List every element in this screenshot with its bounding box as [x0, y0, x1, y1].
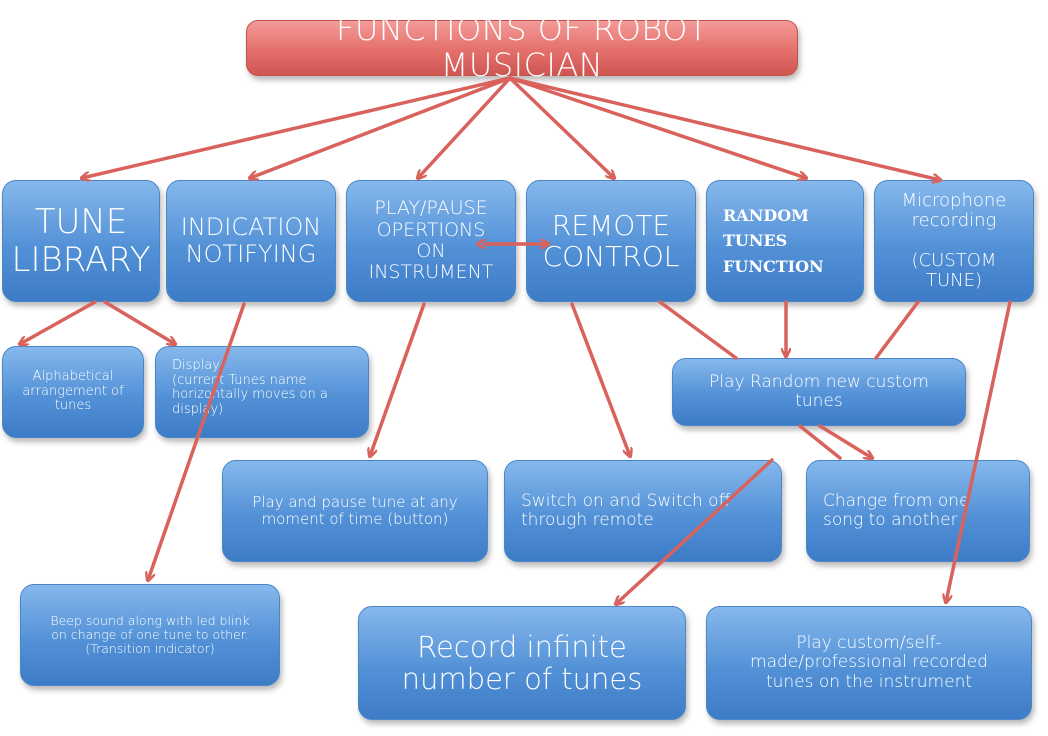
play-custom-recorded-box: Play custom/self- made/professional reco… [706, 606, 1032, 720]
change-song-box: Change from one song to another [806, 460, 1030, 562]
arrow-title-to-random [508, 76, 806, 178]
random-tunes-function-box: RANDOM TUNES FUNCTION [706, 180, 864, 302]
arrow-remote-to-switch [570, 302, 630, 456]
diagram-title: FUNCTIONS OF ROBOT MUSICIAN [246, 11, 798, 83]
display-box: Display (current Tunes name horizontally… [155, 346, 369, 438]
arrow-title-to-indication [250, 76, 512, 178]
arrow-play-random-to-change-song [818, 424, 872, 458]
tune-library-box: TUNE LIBRARY [2, 180, 160, 302]
remote-control-box: REMOTE CONTROL [526, 180, 696, 302]
line-remote-to-play-random [658, 300, 738, 360]
line-microphone-to-play-random [874, 300, 920, 360]
arrow-title-to-tune-library [82, 76, 512, 178]
play-pause-operations-box: PLAY/PAUSE OPERTIONS ON INSTRUMENT [346, 180, 516, 302]
microphone-recording-box: Microphone recording (CUSTOM TUNE) [874, 180, 1034, 302]
arrow-title-to-remote [508, 76, 614, 178]
arrow-play-pause-to-tune [370, 302, 426, 456]
beep-sound-indicator-box: Beep sound along with led blink on chang… [20, 584, 280, 686]
play-random-custom-tunes-box: Play Random new custom tunes [672, 358, 966, 426]
arrow-title-to-play-pause [418, 76, 512, 178]
alphabetical-arrangement-box: Alphabetical arrangement of tunes [2, 346, 144, 438]
play-pause-tune-box: Play and pause tune at any moment of tim… [222, 460, 488, 562]
arrow-library-to-display [103, 300, 175, 344]
indication-notifying-box: INDICATION NOTIFYING [166, 180, 336, 302]
line-play-random-to-change-song [798, 424, 842, 460]
arrow-library-to-alphabetical [20, 300, 97, 344]
record-infinite-tunes-box: Record infinite number of tunes [358, 606, 686, 720]
switch-on-off-box: Switch on and Switch off through remote [504, 460, 782, 562]
arrow-title-to-microphone [508, 76, 940, 180]
